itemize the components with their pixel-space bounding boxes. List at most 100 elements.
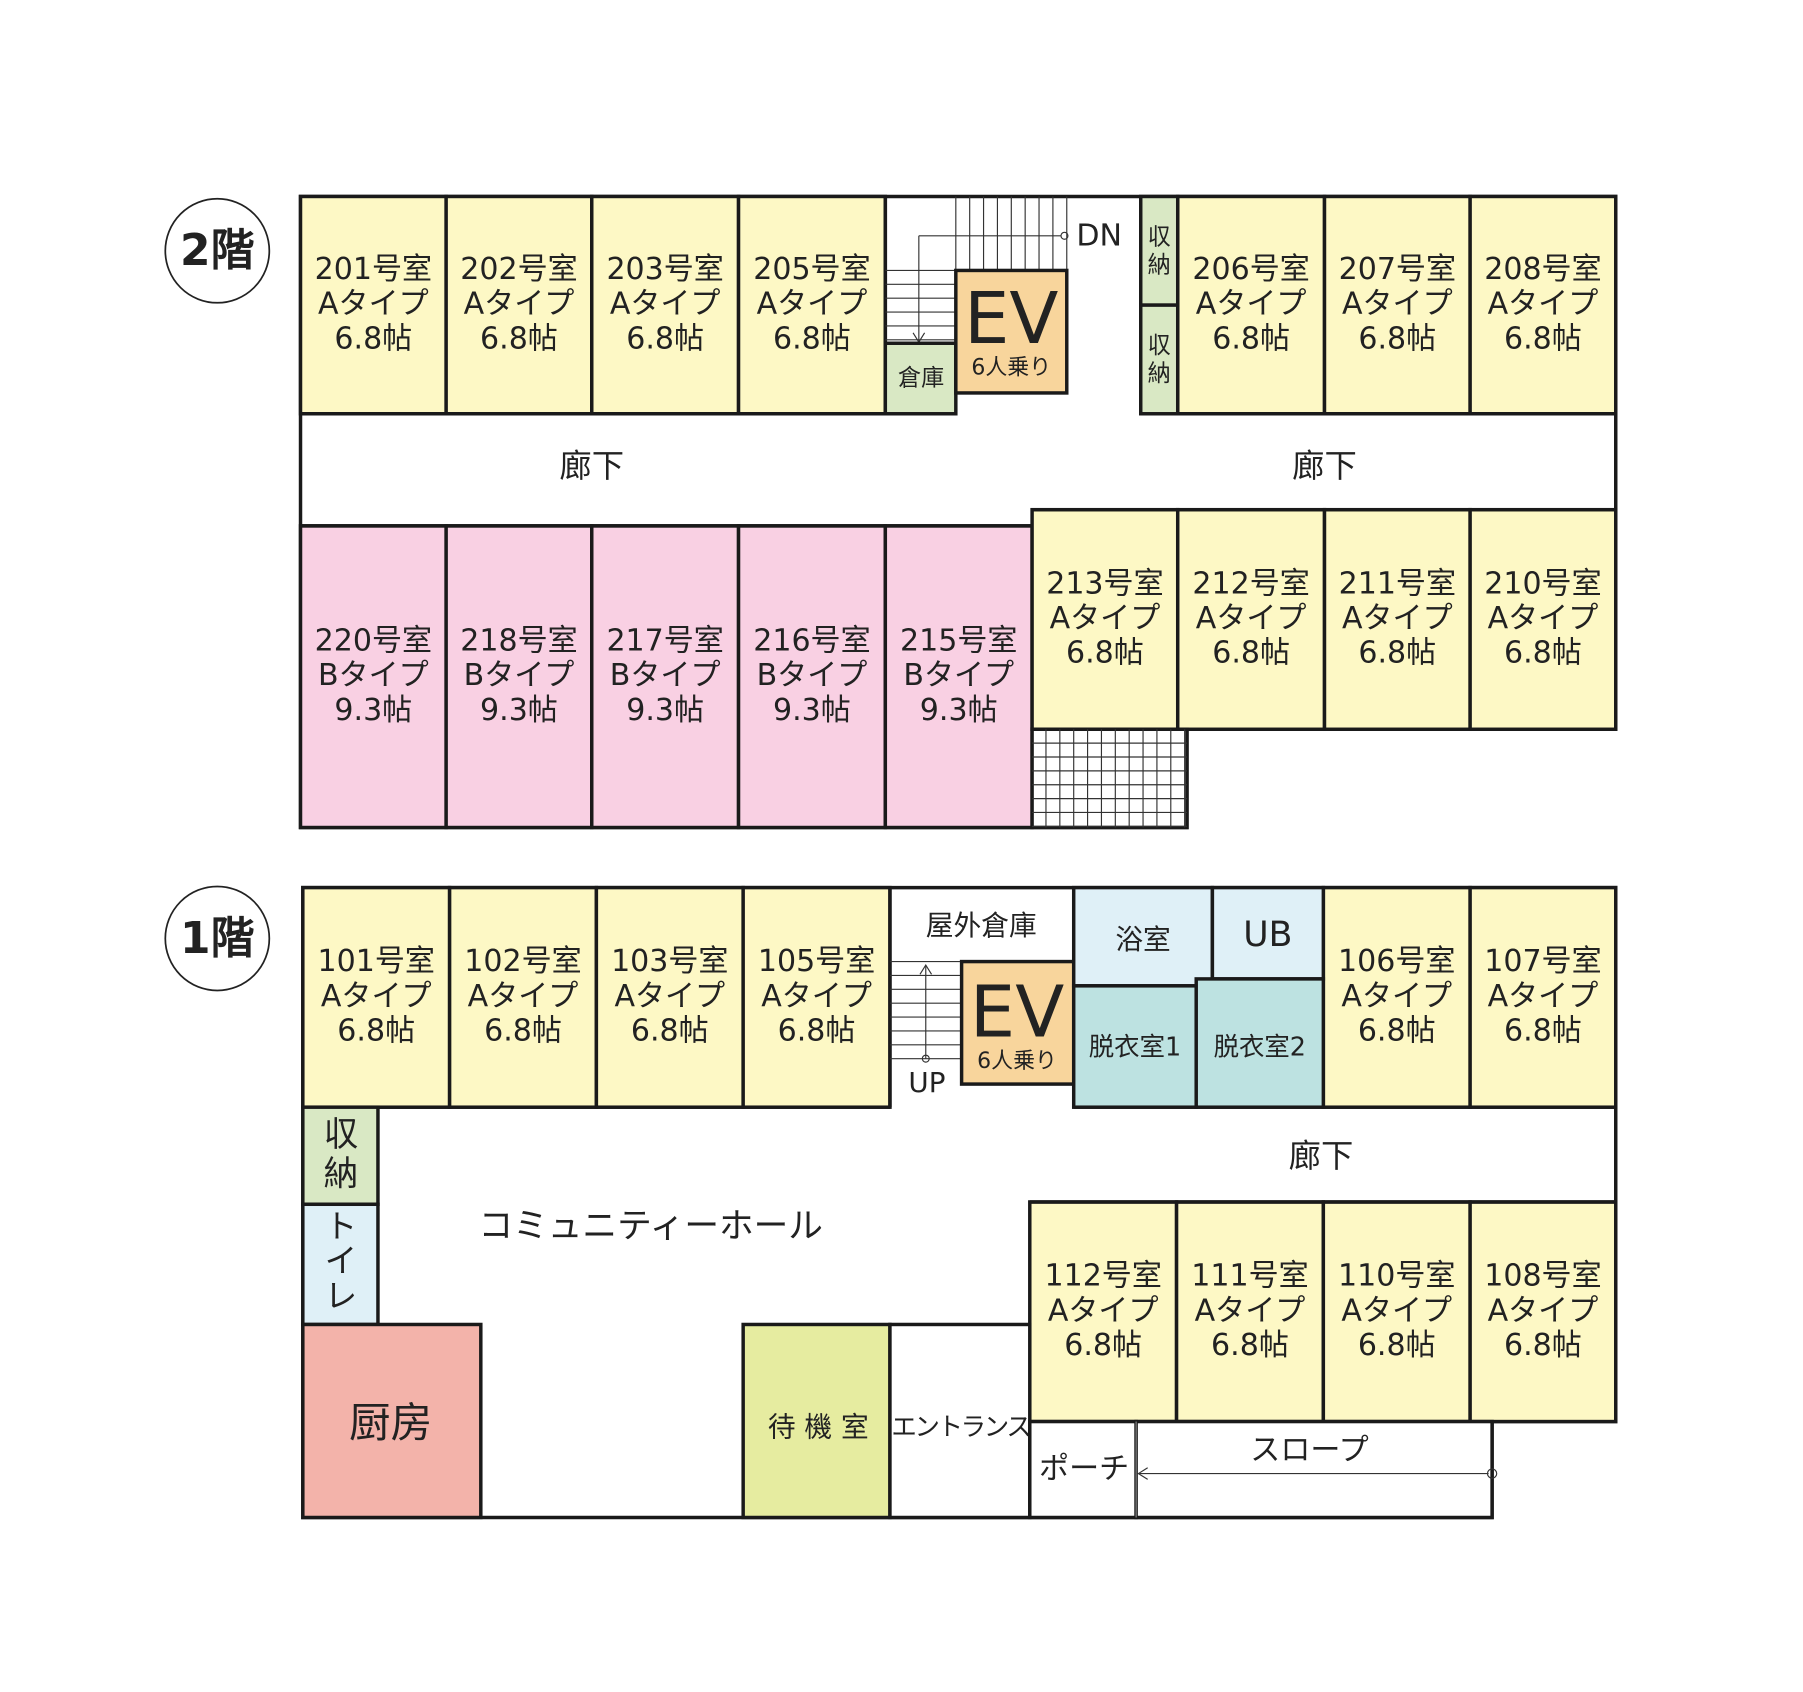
dressing-room-2-label: 脱衣室2 bbox=[1214, 1031, 1306, 1061]
room-area bbox=[1468, 194, 1618, 416]
storage-label: 収 bbox=[324, 1115, 359, 1155]
floor-1: 1階 101号室Aタイプ6.8帖102号室Aタイプ6.8帖103号室Aタイプ6.… bbox=[164, 885, 1618, 1520]
room-size: 6.8帖 bbox=[334, 321, 412, 356]
waiting-room-label: 待 機 室 bbox=[768, 1410, 869, 1443]
stair-start-marker bbox=[921, 1054, 930, 1063]
room-number: 203号室 bbox=[606, 252, 723, 287]
room-number: 220号室 bbox=[315, 624, 432, 659]
room-size: 6.8帖 bbox=[1504, 1014, 1582, 1049]
room-size: 9.3帖 bbox=[773, 693, 851, 728]
room-area bbox=[1322, 194, 1472, 416]
room-number: 213号室 bbox=[1046, 566, 1163, 601]
elevator bbox=[954, 268, 1069, 395]
entrance bbox=[888, 1322, 1032, 1520]
room-size: 6.8帖 bbox=[1358, 636, 1436, 671]
room-number: 212号室 bbox=[1192, 566, 1309, 601]
room-type: Aタイプ bbox=[318, 287, 429, 322]
room-type: Aタイプ bbox=[610, 287, 721, 322]
room-area bbox=[1468, 1200, 1618, 1424]
toilet-label: レ bbox=[325, 1277, 357, 1315]
room-size: 6.8帖 bbox=[1064, 1328, 1142, 1363]
room-number: 201号室 bbox=[315, 252, 432, 287]
room-type: Aタイプ bbox=[1488, 287, 1599, 322]
storage-label: 収 bbox=[1148, 225, 1171, 251]
room-size: 9.3帖 bbox=[334, 693, 412, 728]
room-number: 112号室 bbox=[1044, 1259, 1161, 1294]
slope-start-marker bbox=[1486, 1468, 1498, 1479]
room-size: 6.8帖 bbox=[773, 321, 851, 356]
elevator-label: EV bbox=[970, 970, 1064, 1054]
room-number: 206号室 bbox=[1192, 252, 1309, 287]
room-type: Bタイプ bbox=[464, 658, 575, 693]
floor-2: 2階 201号室Aタイプ6.8帖202号室Aタイプ6.8帖203号室Aタイプ6.… bbox=[164, 194, 1618, 830]
dressing-room-1-label: 脱衣室1 bbox=[1089, 1031, 1181, 1061]
room-size: 6.8帖 bbox=[1212, 636, 1290, 671]
room-type: Aタイプ bbox=[1341, 979, 1452, 1014]
storage-label: 納 bbox=[1148, 252, 1171, 278]
room-number: 108号室 bbox=[1484, 1259, 1601, 1294]
corridor-label: 廊下 bbox=[559, 447, 624, 485]
room-size: 6.8帖 bbox=[1358, 1328, 1436, 1363]
room-number: 102号室 bbox=[464, 944, 581, 979]
room-number: 111号室 bbox=[1191, 1259, 1308, 1294]
floor-2-label: 2階 bbox=[180, 225, 254, 276]
room-area bbox=[736, 524, 888, 830]
room-area bbox=[1175, 507, 1327, 732]
room-area bbox=[883, 524, 1034, 830]
room-size: 6.8帖 bbox=[626, 321, 704, 356]
room-size: 9.3帖 bbox=[626, 693, 704, 728]
storage-label: 収 bbox=[1148, 333, 1171, 359]
room-type: Aタイプ bbox=[757, 287, 868, 322]
arrow-head-icon bbox=[919, 963, 933, 975]
entrance-label: エントランス bbox=[891, 1411, 1029, 1441]
room-number: 107号室 bbox=[1484, 944, 1601, 979]
room-type: Aタイプ bbox=[1488, 979, 1599, 1014]
room-type: Aタイプ bbox=[1196, 601, 1307, 636]
room-number: 106号室 bbox=[1338, 944, 1455, 979]
floor-1-badge bbox=[164, 885, 271, 992]
elevator-label: EV bbox=[964, 276, 1058, 360]
room-type: Aタイプ bbox=[1341, 1293, 1452, 1328]
room-type: Aタイプ bbox=[1195, 1293, 1306, 1328]
room-area bbox=[444, 524, 594, 830]
outdoor-storage-label: 屋外倉庫 bbox=[926, 909, 1037, 942]
room-area bbox=[590, 524, 741, 830]
storeroom bbox=[883, 341, 958, 416]
room-type: Aタイプ bbox=[761, 979, 872, 1014]
community-hall-label: コミュニティーホール bbox=[478, 1206, 822, 1246]
unit-bath bbox=[1210, 885, 1326, 981]
storage-label: 納 bbox=[1148, 361, 1171, 387]
room-area bbox=[298, 524, 448, 830]
slope-label: スロープ bbox=[1250, 1433, 1368, 1468]
room-area bbox=[1468, 885, 1618, 1109]
room-area bbox=[1028, 1200, 1179, 1424]
room-number: 101号室 bbox=[318, 944, 435, 979]
room-type: Aタイプ bbox=[1048, 1293, 1159, 1328]
toilet-label: ト bbox=[325, 1208, 357, 1246]
room-area bbox=[741, 885, 892, 1109]
porch-label: ポーチ bbox=[1039, 1452, 1129, 1487]
kitchen-label: 厨房 bbox=[349, 1398, 432, 1447]
room-size: 6.8帖 bbox=[480, 321, 558, 356]
room-size: 9.3帖 bbox=[920, 693, 998, 728]
storage-2 bbox=[1139, 303, 1180, 416]
elevator bbox=[959, 959, 1076, 1086]
room-number: 103号室 bbox=[611, 944, 728, 979]
room-number: 202号室 bbox=[460, 252, 577, 287]
toilet-label: イ bbox=[325, 1242, 357, 1280]
